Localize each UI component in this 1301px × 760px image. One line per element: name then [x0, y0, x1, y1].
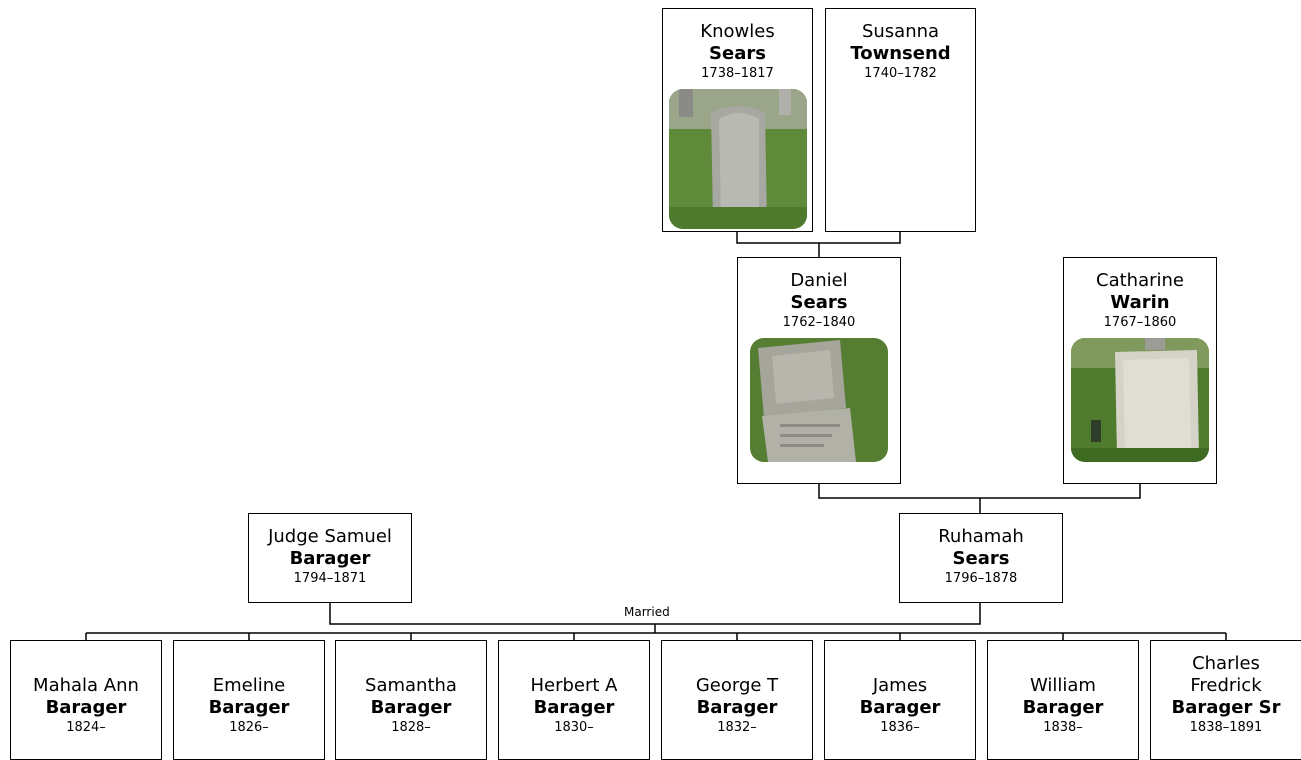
life-dates: 1824– [66, 720, 106, 735]
life-dates: 1828– [391, 720, 431, 735]
life-dates: 1836– [880, 720, 920, 735]
given-name: James [872, 675, 928, 696]
connector-daniel-catharine [818, 484, 1141, 499]
surname: Barager [533, 697, 615, 718]
person-card-susanna-townsend[interactable]: Susanna Townsend 1740–1782 [825, 8, 976, 232]
given-name: Mahala Ann [33, 675, 139, 696]
life-dates: 1832– [717, 720, 757, 735]
life-dates: 1796–1878 [944, 571, 1018, 586]
life-dates: 1794–1871 [293, 571, 367, 586]
headstone-photo[interactable] [1071, 338, 1209, 462]
given-name: Susanna [861, 21, 940, 42]
surname: Sears [952, 548, 1010, 569]
given-name: Daniel [790, 270, 848, 291]
person-card-ruhamah-sears[interactable]: Ruhamah Sears 1796–1878 [899, 513, 1063, 603]
connector-knowles [736, 232, 901, 244]
given-name: Emeline [212, 675, 286, 696]
life-dates: 1838– [1043, 720, 1083, 735]
life-dates: 1740–1782 [864, 66, 937, 81]
life-dates: 1838–1891 [1189, 720, 1263, 735]
headstone-photo[interactable] [750, 338, 888, 462]
surname: Barager [370, 697, 452, 718]
surname: Barager [289, 548, 371, 569]
given-name: Samantha [365, 675, 457, 696]
life-dates: 1767–1860 [1103, 315, 1177, 330]
given-name: Herbert A [530, 675, 618, 696]
life-dates: 1830– [554, 720, 594, 735]
life-dates: 1738–1817 [701, 66, 774, 81]
surname: Warin [1110, 292, 1170, 313]
person-card-child[interactable]: Mahala Ann Barager 1824– [10, 640, 162, 760]
given-name: Ruhamah [938, 526, 1024, 547]
person-card-samuel-barager[interactable]: Judge Samuel Barager 1794–1871 [248, 513, 412, 603]
person-card-child[interactable]: James Barager 1836– [824, 640, 976, 760]
given-name: Judge Samuel [268, 526, 392, 547]
given-name: Charles Fredrick [1190, 653, 1262, 696]
given-name: William [1030, 675, 1096, 696]
life-dates: 1762–1840 [782, 315, 856, 330]
marriage-label: Married [622, 605, 672, 619]
surname: Barager [45, 697, 127, 718]
person-card-child[interactable]: Samantha Barager 1828– [335, 640, 487, 760]
surname: Barager [859, 697, 941, 718]
person-card-child[interactable]: Emeline Barager 1826– [173, 640, 325, 760]
person-card-child[interactable]: William Barager 1838– [987, 640, 1139, 760]
surname: Barager [208, 697, 290, 718]
surname: Barager [696, 697, 778, 718]
person-card-daniel-sears[interactable]: Daniel Sears 1762–1840 [737, 257, 901, 484]
given-name: Knowles [700, 21, 775, 42]
headstone-photo[interactable] [668, 89, 807, 229]
person-card-child[interactable]: Herbert A Barager 1830– [498, 640, 650, 760]
surname: Barager Sr [1171, 697, 1281, 718]
surname: Barager [1022, 697, 1104, 718]
given-name: Catharine [1096, 270, 1184, 291]
person-card-knowles-sears[interactable]: Knowles Sears 1738–1817 [662, 8, 813, 232]
surname: Townsend [850, 43, 951, 64]
person-card-child[interactable]: George T Barager 1832– [661, 640, 813, 760]
surname: Sears [790, 292, 848, 313]
life-dates: 1826– [229, 720, 269, 735]
given-name: George T [695, 675, 779, 696]
person-card-child[interactable]: Charles Fredrick Barager Sr 1838–1891 [1150, 640, 1301, 760]
surname: Sears [709, 43, 766, 64]
person-card-catharine-warin[interactable]: Catharine Warin 1767–1860 [1063, 257, 1217, 484]
